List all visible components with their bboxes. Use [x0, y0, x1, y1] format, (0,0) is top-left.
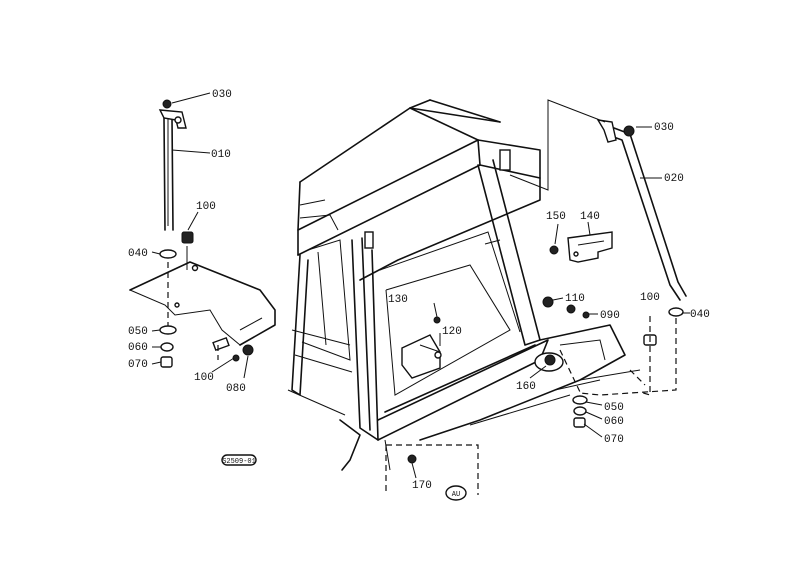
left-strut-010	[158, 99, 187, 231]
label-050-left: 050	[128, 326, 148, 338]
drawing-code: S2509-01	[222, 458, 256, 466]
label-120: 120	[442, 326, 462, 338]
label-160: 160	[516, 381, 536, 393]
label-050-right: 050	[604, 402, 624, 414]
label-040-left: 040	[128, 248, 148, 260]
label-040-right: 040	[690, 309, 710, 321]
label-070-left: 070	[128, 359, 148, 371]
label-060-left: 060	[128, 342, 148, 354]
bolt-170	[407, 454, 417, 464]
aui-badge: AU	[445, 485, 467, 501]
right-strut-020	[596, 119, 687, 317]
label-070-right: 070	[604, 434, 624, 446]
drawing-code-badge: S2509-01	[221, 454, 257, 466]
label-030-left: 030	[212, 89, 232, 101]
label-150: 150	[546, 211, 566, 223]
label-100-left-top: 100	[196, 201, 216, 213]
left-hardware	[159, 231, 254, 368]
hinge-bracket-140	[549, 231, 613, 263]
part-labels: 030 010 100 040 050 060 070 100 080 030 …	[128, 89, 710, 492]
aui-badge-text: AU	[452, 491, 460, 499]
label-130: 130	[388, 294, 408, 306]
left-bracket-plate	[129, 261, 276, 352]
label-060-right: 060	[604, 416, 624, 428]
label-080: 080	[226, 383, 246, 395]
cab-frame	[287, 99, 641, 471]
label-170: 170	[412, 480, 432, 492]
leader-lines	[151, 92, 690, 495]
label-100-right: 100	[640, 292, 660, 304]
label-090: 090	[600, 310, 620, 322]
label-030-right: 030	[654, 122, 674, 134]
latch-120	[401, 316, 442, 379]
label-020: 020	[664, 173, 684, 185]
label-140: 140	[580, 211, 600, 223]
label-110: 110	[565, 293, 585, 305]
label-100-left-bottom: 100	[194, 372, 214, 384]
label-010: 010	[211, 149, 231, 161]
right-hardware	[534, 296, 657, 428]
